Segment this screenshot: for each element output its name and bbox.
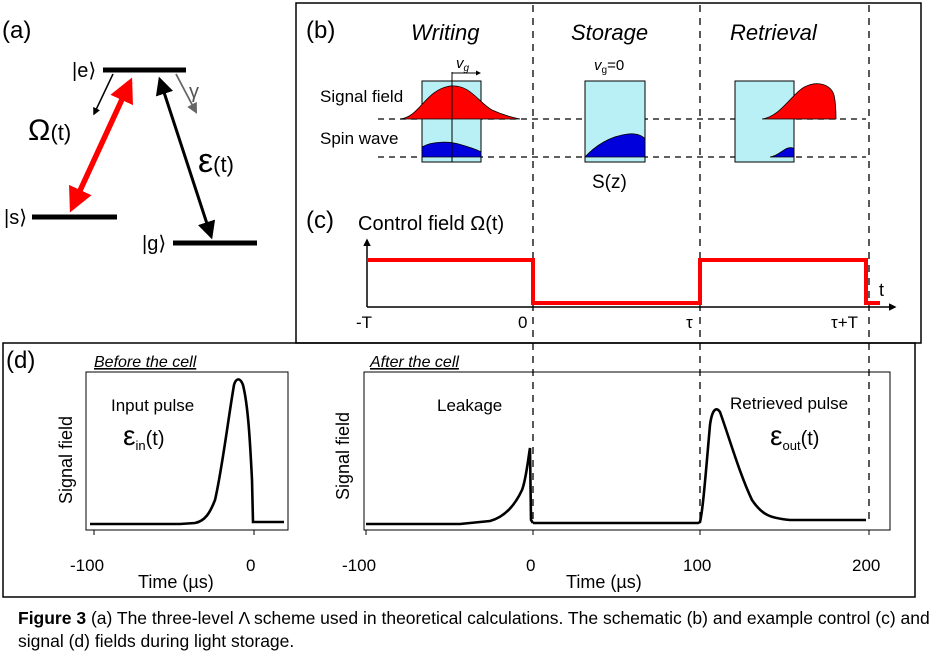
decay-arrow-left bbox=[93, 73, 114, 116]
stage-retrieval: Retrieval bbox=[730, 20, 818, 45]
sz-label: S(z) bbox=[592, 172, 627, 193]
after-xlabel: Time (µs) bbox=[566, 572, 642, 592]
panel-d-frame bbox=[2, 342, 916, 598]
control-field-arrow bbox=[69, 77, 133, 213]
panel-d: (d) Before the cell Signal field Input p… bbox=[6, 347, 891, 592]
signal-field-label: ε(t) bbox=[198, 142, 234, 180]
decay-label: γ bbox=[189, 81, 199, 103]
figure-caption: Figure 3 (a) The three-level Λ scheme us… bbox=[18, 607, 933, 653]
figure-caption-text: (a) The three-level Λ scheme used in the… bbox=[18, 608, 930, 651]
panel-a: (a) |e⟩ |s⟩ |g⟩ γ Ω(t) ε(t) bbox=[2, 17, 257, 255]
vg-zero-label: vg=0 bbox=[594, 57, 624, 76]
before-plot-axes bbox=[85, 371, 289, 531]
level-e-label: |e⟩ bbox=[72, 60, 96, 82]
panel-b-label: (b) bbox=[306, 17, 335, 44]
retrieved-pulse-label: Retrieved pulse bbox=[730, 394, 848, 413]
control-field-label: Ω(t) bbox=[28, 114, 71, 147]
tick-tau-plus-t: τ+T bbox=[831, 313, 858, 332]
figure-caption-label: Figure 3 bbox=[18, 608, 87, 628]
vg-label: vg bbox=[456, 55, 470, 74]
before-ylabel: Signal field bbox=[56, 416, 76, 504]
retrieval-spin-wave bbox=[769, 147, 795, 158]
storage-spin-wave bbox=[584, 133, 646, 158]
signal-field-arrow bbox=[155, 76, 216, 240]
time-markers bbox=[532, 5, 870, 524]
before-tick-label-zero: 0 bbox=[246, 556, 255, 575]
retrieved-pulse-trace bbox=[533, 408, 866, 525]
control-x-axis-label: t bbox=[879, 280, 884, 300]
leakage-label: Leakage bbox=[437, 396, 502, 415]
panel-a-label: (a) bbox=[2, 17, 31, 44]
after-ylabel: Signal field bbox=[333, 412, 353, 500]
before-cell-subtitle: Before the cell bbox=[94, 354, 197, 371]
after-tick-label-zero: 0 bbox=[526, 556, 535, 575]
level-s-label: |s⟩ bbox=[4, 207, 27, 229]
tick-minus-t: -T bbox=[356, 313, 372, 332]
input-pulse-trace bbox=[90, 378, 284, 526]
stage-writing: Writing bbox=[411, 20, 480, 45]
panel-c: (c) Control field Ω(t) t -T 0 τ τ+T bbox=[306, 207, 897, 332]
before-xlabel: Time (µs) bbox=[138, 572, 214, 592]
control-title: Control field Ω(t) bbox=[358, 213, 504, 235]
eps-out-label: εout(t) bbox=[770, 420, 819, 453]
after-tick-label-minus-100: -100 bbox=[342, 556, 376, 575]
tick-tau: τ bbox=[686, 313, 693, 332]
stage-storage: Storage bbox=[571, 20, 648, 45]
after-tick-label-100: 100 bbox=[683, 556, 711, 575]
signal-field-row-label: Signal field bbox=[320, 87, 403, 106]
cell-retrieval bbox=[734, 80, 795, 163]
panel-d-label: (d) bbox=[6, 347, 35, 374]
level-g-label: |g⟩ bbox=[142, 233, 166, 255]
after-cell-subtitle: After the cell bbox=[369, 354, 459, 371]
writing-signal-pulse bbox=[399, 85, 521, 120]
panel-b: (b) Writing Storage Retrieval Signal fie… bbox=[306, 17, 866, 193]
retrieval-signal-pulse bbox=[761, 83, 837, 120]
spin-wave-row-label: Spin wave bbox=[320, 129, 398, 148]
input-pulse-label: Input pulse bbox=[111, 396, 194, 415]
eps-in-label: εin(t) bbox=[123, 420, 165, 453]
after-plot-axes bbox=[363, 371, 891, 531]
control-field-trace bbox=[367, 258, 880, 305]
leakage-trace bbox=[366, 447, 535, 526]
tick-zero: 0 bbox=[518, 313, 527, 332]
before-tick-label-minus-100: -100 bbox=[70, 556, 104, 575]
panel-c-label: (c) bbox=[306, 207, 334, 234]
after-tick-label-200: 200 bbox=[852, 556, 880, 575]
